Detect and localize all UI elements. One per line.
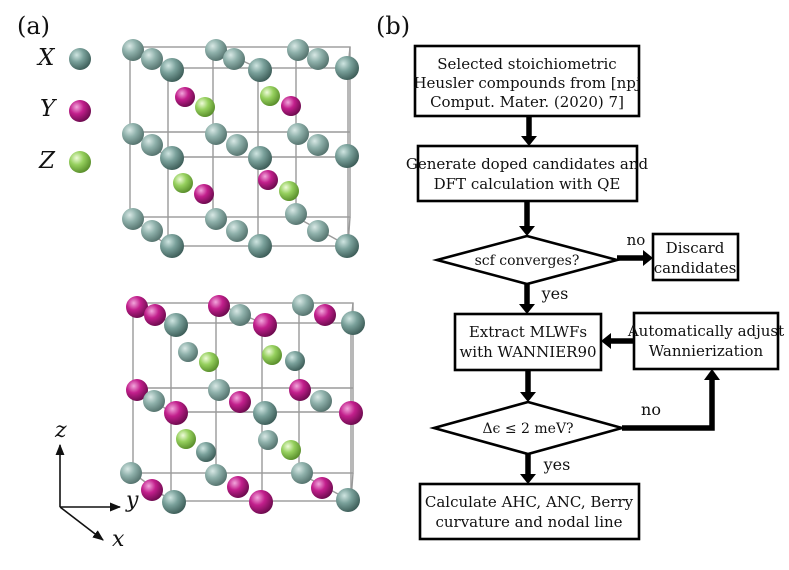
yes-label-2: yes [543, 455, 571, 474]
legend-sphere-z [69, 151, 91, 173]
start-box [413, 44, 641, 118]
final-box-line2: curvature and nodal line [435, 513, 622, 531]
discard-box-line1: Discard [666, 239, 725, 257]
legend-label-y: Y [40, 96, 56, 122]
discard-box [651, 232, 740, 282]
axis-label-y: y [126, 488, 139, 513]
axis-label-x: x [112, 527, 125, 552]
yes-label-1: yes [541, 284, 569, 303]
axis-label-z: z [55, 418, 67, 443]
start-box-line2: Heusler compounds from [npj [413, 74, 640, 92]
generate-box-line1: Generate doped candidates and [406, 155, 649, 173]
arrow-energy-to-adjust [622, 378, 715, 431]
panel-a [55, 39, 365, 541]
adjust-box-line1: Automatically adjust [627, 322, 784, 340]
legend-label-z: Z [39, 148, 55, 174]
no-label-1: no [627, 231, 646, 249]
crystal-structure-bottom [120, 294, 365, 514]
flowchart-text: Selected stoichiometric Heusler compound… [406, 55, 784, 531]
adjust-box-line2: Wannierization [649, 342, 764, 360]
legend-label-x: X [38, 45, 55, 71]
extract-box-line1: Extract MLWFs [469, 323, 587, 341]
legend [69, 48, 91, 173]
panel-label-a: (a) [17, 12, 51, 40]
extract-box-line2: with WANNIER90 [459, 343, 596, 361]
discard-box-line2: candidates [654, 259, 737, 277]
final-box-line1: Calculate AHC, ANC, Berry [425, 493, 634, 511]
start-box-line1: Selected stoichiometric [437, 55, 616, 73]
final-box [418, 482, 641, 541]
energy-decision-label: Δϵ ≤ 2 meV? [482, 421, 573, 437]
crystal-structure-top [122, 39, 359, 258]
axes-triad [55, 443, 122, 541]
start-box-line3: Comput. Mater. (2020) 7] [430, 93, 624, 111]
scf-decision-label: scf converges? [475, 253, 580, 269]
adjust-box [632, 311, 780, 371]
x-axis-arrow [59, 506, 104, 541]
legend-sphere-x [69, 48, 91, 70]
generate-box-line2: DFT calculation with QE [434, 175, 621, 193]
panel-label-b: (b) [376, 12, 411, 40]
flowchart [413, 44, 780, 541]
no-label-2: no [641, 400, 661, 419]
legend-sphere-y [69, 100, 91, 122]
